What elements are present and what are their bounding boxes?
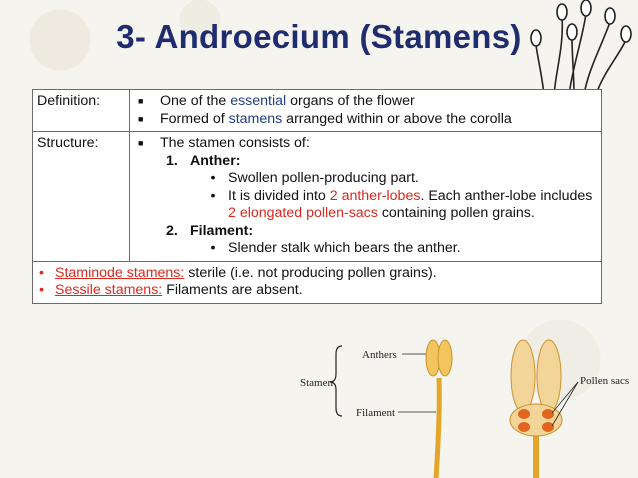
sessile-term: Sessile stamens: <box>55 282 163 298</box>
anther-cross-section <box>509 339 563 478</box>
list-item: • Slender stalk which bears the anther. <box>138 240 595 258</box>
essential-term: essential <box>230 93 287 109</box>
filament-heading: 2. Filament: <box>166 222 254 239</box>
square-bullet-icon: ■ <box>138 113 144 124</box>
round-bullet-icon: • <box>39 282 44 298</box>
list-item: ■ One of the essential organs of the flo… <box>138 93 415 109</box>
stamen-illustration <box>425 339 453 478</box>
anther-heading: 1. Anther: <box>166 152 241 169</box>
square-bullet-icon: ■ <box>138 96 144 106</box>
stamen-bracket <box>329 345 343 417</box>
pollen-sacs-term: 2 elongated pollen-sacs <box>228 205 378 221</box>
footer-row: • Staminode stamens: sterile (i.e. not p… <box>32 260 602 304</box>
definition-body: ■ One of the essential organs of the flo… <box>129 89 602 132</box>
staminode-term: Staminode stamens: <box>55 264 185 281</box>
structure-body: ■ The stamen consists of: 1. Anther: • S… <box>129 131 602 262</box>
stamen-label: Stamen <box>300 377 333 389</box>
structure-intro: The stamen consists of: <box>160 135 310 151</box>
footer-notes: • Staminode stamens: sterile (i.e. not p… <box>32 260 602 304</box>
list-item: ■ The stamen consists of: <box>138 135 595 153</box>
list-item: • Staminode stamens: sterile (i.e. not p… <box>39 264 437 281</box>
pollen-sacs-pointer-1 <box>551 381 579 414</box>
pollen-sacs-label: Pollen sacs <box>580 375 629 387</box>
flower-decoration-icon <box>530 0 632 95</box>
list-item: ■ Formed of stamens arranged within or a… <box>138 110 512 127</box>
pollen-sacs-pointer-2 <box>551 381 579 427</box>
structure-label: Structure: <box>32 131 130 262</box>
definition-row: Definition: ■ One of the essential organ… <box>32 89 602 132</box>
round-bullet-icon: • <box>210 170 216 186</box>
list-item: • It is divided into 2 anther-lobes. Eac… <box>138 188 595 223</box>
list-item: • Sessile stamens: Filaments are absent. <box>39 282 303 298</box>
stamens-table: Definition: ■ One of the essential organ… <box>32 89 602 304</box>
anther-lobes-term: 2 anther-lobes <box>329 187 421 204</box>
anthers-label: Anthers <box>362 349 397 361</box>
round-bullet-icon: • <box>210 240 216 256</box>
round-bullet-icon: • <box>39 264 44 281</box>
stamens-term: stamens <box>228 110 283 127</box>
filament-label: Filament <box>356 407 395 419</box>
definition-label: Definition: <box>32 89 130 132</box>
square-bullet-icon: ■ <box>138 138 144 148</box>
stamen-diagram: Stamen Anthers Filament Pollen sacs <box>300 339 629 478</box>
structure-row: Structure: ■ The stamen consists of: 1. … <box>32 131 602 262</box>
page-title: 3- Androecium (Stamens) <box>116 18 522 55</box>
round-bullet-icon: • <box>210 187 216 204</box>
list-item: • Swollen pollen-producing part. <box>138 170 595 188</box>
